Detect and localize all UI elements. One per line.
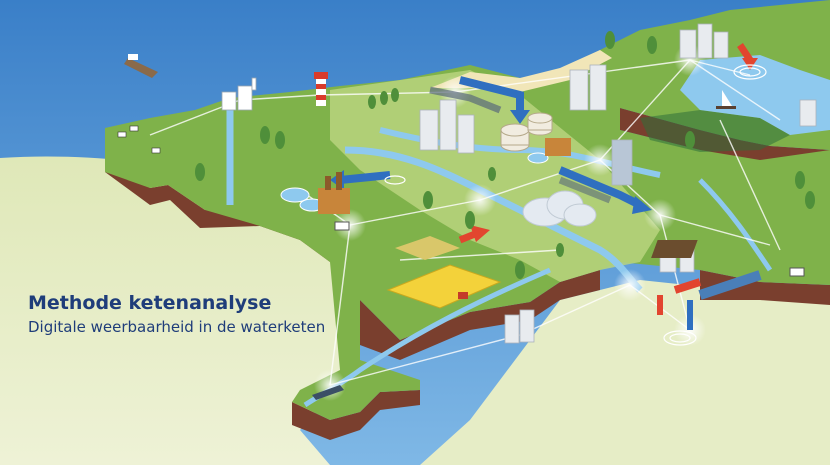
lighthouse-icon — [314, 72, 328, 106]
field-strip — [395, 236, 460, 260]
cloud-icon — [522, 190, 597, 227]
pale-land-foreground — [0, 156, 360, 465]
river-east — [698, 178, 773, 272]
sailboat-icon — [716, 90, 736, 109]
pale-land-right — [420, 280, 830, 465]
page-title: Methode ketenanalyse — [28, 292, 272, 314]
treatment-basins — [280, 152, 698, 258]
barge-icon — [312, 385, 344, 400]
ship-icon — [124, 54, 158, 78]
factory — [318, 138, 571, 214]
lake-water — [680, 55, 830, 135]
page-subtitle: Digitale weerbaarheid in de waterketen — [28, 318, 326, 336]
title-block: Methode ketenanalyse Digitale weerbaarhe… — [28, 292, 325, 338]
yellow-crop-field — [386, 264, 502, 309]
soil-edge-peninsula — [292, 390, 420, 440]
soil-edge-east — [700, 270, 830, 305]
soil-edge-bottom — [360, 270, 600, 360]
storage-tanks — [500, 112, 553, 152]
truck-icons — [334, 221, 805, 299]
cow-icons — [117, 125, 161, 154]
soil-edge-left — [105, 148, 330, 262]
ripple-markers — [384, 64, 767, 346]
lake — [640, 110, 790, 152]
trees — [195, 31, 815, 279]
red-flow-arrows — [458, 43, 758, 315]
river-main — [344, 146, 643, 293]
power-plant — [221, 77, 257, 111]
